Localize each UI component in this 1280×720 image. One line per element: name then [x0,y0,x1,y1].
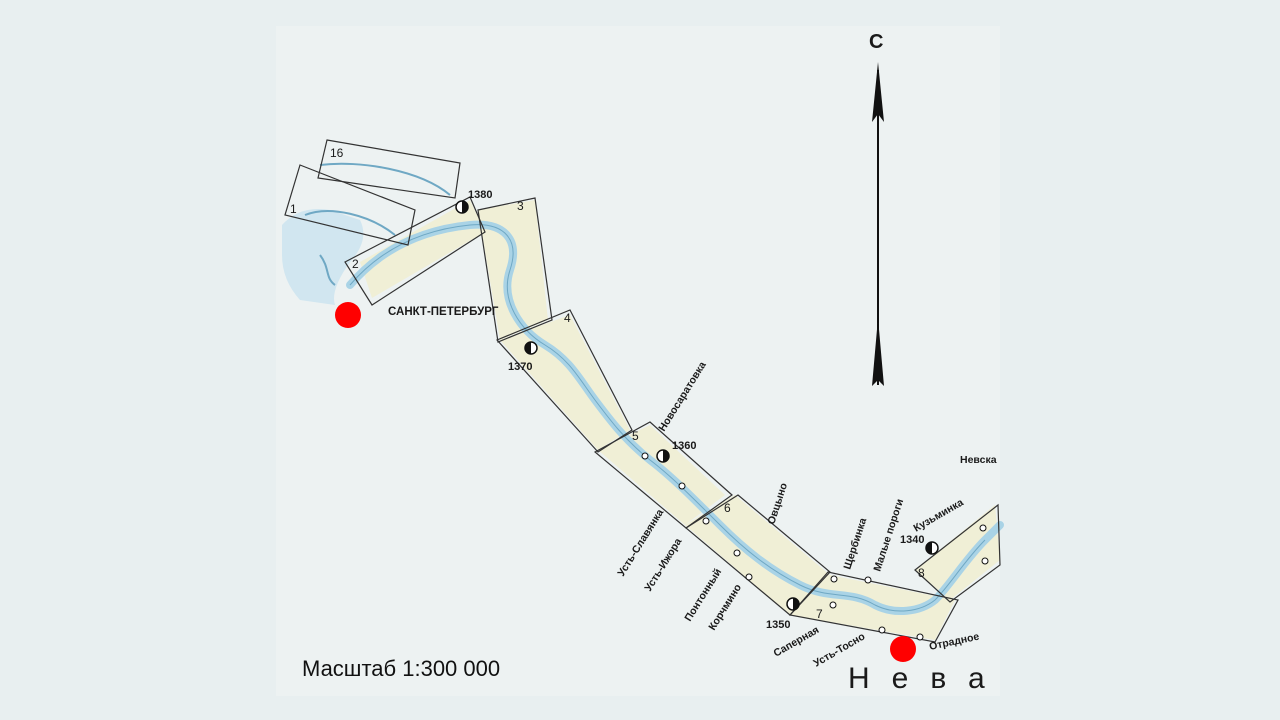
sheet-numbers: 16 1 2 3 4 5 6 7 8 [290,146,925,621]
gulf-water [282,209,364,305]
place-label: Усть-Ижора [642,536,684,594]
km-label: 1360 [672,440,696,452]
km-label: 1370 [508,361,532,373]
river-neva-edge [349,224,986,612]
river-name-label: Нева [848,662,1007,695]
start-point-marker [335,302,361,328]
km-symbols [455,200,939,611]
sheet-number: 16 [330,146,344,160]
sheet-number: 3 [517,199,524,213]
sheet-3-frame [477,197,553,343]
sheet-number: 1 [290,202,297,216]
km-label: 1340 [900,534,924,546]
sheet-1-frame [284,164,416,246]
place-label: Кузьминка [912,496,966,534]
sheet-2-frame [344,196,486,306]
sheet-frames [284,139,1001,643]
place-label: Щербинка [841,516,869,571]
sheet-number: 6 [724,501,731,515]
scale-label: Масштаб 1:300 000 [302,656,501,681]
end-point-marker [890,636,916,662]
km-label: 1380 [468,189,492,201]
sheet-16-frame [317,139,461,199]
place-label: Овцыно [765,482,790,526]
sheet-7-frame [788,571,959,643]
km-labels: 1380 1370 1360 1350 1340 [468,189,924,631]
route-land [360,200,1000,640]
north-arrow: С [869,31,884,386]
km-label: 1350 [766,619,790,631]
sheet-5-frame [593,421,733,529]
delta-outline [304,162,451,286]
sheet-number: 5 [632,429,639,443]
sheet-number: 7 [816,607,823,621]
place-label: Новосаратовка [656,360,708,434]
north-label: С [869,31,883,53]
sheet-number: 2 [352,257,359,271]
place-label: Невска [960,454,997,466]
sheet-number: 4 [564,311,571,325]
place-label: САНКТ-ПЕТЕРБУРГ [388,306,499,318]
sheet-8-frame [914,503,1001,603]
settlement-dots [641,452,989,641]
sheet-number: 8 [918,566,925,580]
sheet-4-frame [495,309,633,453]
